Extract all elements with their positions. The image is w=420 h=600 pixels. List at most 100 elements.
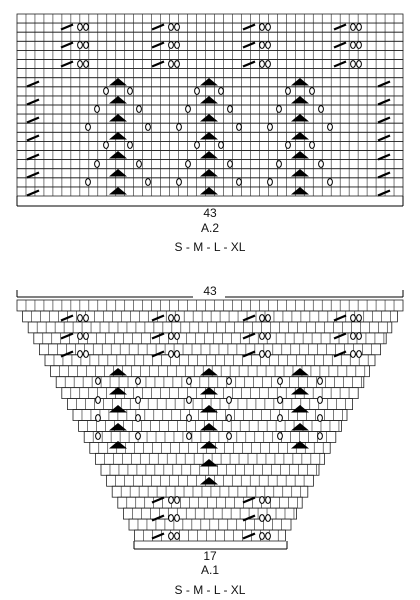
yarn-over-icon [265,532,271,540]
double-decrease-triangle-icon [200,96,218,104]
double-decrease-triangle-icon [200,387,218,395]
yarn-over-icon [194,141,200,149]
decrease-slash-icon [242,332,256,340]
chart-a1-top-stitch-count: 43 [195,284,225,298]
yarn-over-icon [168,332,174,340]
chart-a2-name: A.2 [200,221,219,235]
double-decrease-triangle-icon [200,151,218,159]
decrease-slash-icon [377,189,391,197]
yarn-over-icon [176,123,182,131]
yarn-over-icon [95,396,101,404]
yarn-over-icon [317,396,323,404]
yarn-over-icon [259,314,265,322]
yarn-over-icon [77,23,83,31]
yarn-over-icon [185,160,191,168]
decrease-slash-icon [377,171,391,179]
yarn-over-icon [276,105,282,113]
chart-a1-name: A.1 [200,563,219,577]
yarn-over-icon [77,350,83,358]
yarn-over-icon [265,60,271,68]
yarn-over-icon [236,178,242,186]
double-decrease-triangle-icon [291,96,309,104]
double-decrease-triangle-icon [109,151,127,159]
yarn-over-icon [265,332,271,340]
yarn-over-icon [350,314,356,322]
yarn-over-icon [168,41,174,49]
yarn-over-icon [174,350,180,358]
yarn-over-icon [350,23,356,31]
yarn-over-icon [103,87,109,95]
yarn-over-icon [226,432,232,440]
yarn-over-icon [259,514,265,522]
yarn-over-icon [356,60,362,68]
double-decrease-triangle-icon [109,187,127,195]
yarn-over-icon [168,496,174,504]
double-decrease-triangle-icon [109,169,127,177]
yarn-over-icon [94,160,100,168]
decrease-slash-icon [26,116,40,124]
yarn-over-icon [259,532,265,540]
yarn-over-icon [259,60,265,68]
yarn-over-icon [103,141,109,149]
yarn-over-icon [356,314,362,322]
yarn-over-icon [94,105,100,113]
yarn-over-icon [259,41,265,49]
yarn-over-icon [227,160,233,168]
yarn-over-icon [265,496,271,504]
yarn-over-icon [168,350,174,358]
yarn-over-icon [218,87,224,95]
grid-row [134,529,286,542]
yarn-over-icon [135,396,141,404]
double-decrease-triangle-icon [291,114,309,122]
yarn-over-icon [356,41,362,49]
decrease-slash-icon [26,98,40,106]
chart-a1-width-brackets [16,290,404,550]
double-decrease-triangle-icon [291,441,309,449]
double-decrease-triangle-icon [109,405,127,413]
double-decrease-triangle-icon [109,96,127,104]
decrease-slash-icon [377,98,391,106]
chart-a2-symbols [26,23,391,197]
yarn-over-icon [277,377,283,385]
decrease-slash-icon [26,189,40,197]
yarn-over-icon [83,314,89,322]
decrease-slash-icon [242,60,256,68]
double-decrease-triangle-icon [109,132,127,140]
yarn-over-icon [77,332,83,340]
yarn-over-icon [267,178,273,186]
double-decrease-triangle-icon [109,423,127,431]
yarn-over-icon [83,41,89,49]
yarn-over-icon [85,123,91,131]
decrease-slash-icon [333,332,347,340]
double-decrease-triangle-icon [291,405,309,413]
yarn-over-icon [83,60,89,68]
grid-row [16,68,404,79]
decrease-slash-icon [26,80,40,88]
yarn-over-icon [265,514,271,522]
yarn-over-icon [318,160,324,168]
decrease-slash-icon [333,23,347,31]
chart-a1-bottom-stitch-count: 17 [203,549,217,563]
decrease-slash-icon [60,350,74,358]
chart-a2-grid [16,13,404,197]
grid-row [16,31,404,42]
decrease-slash-icon [242,23,256,31]
double-decrease-triangle-icon [291,387,309,395]
yarn-over-icon [136,105,142,113]
grid-row [16,140,404,151]
decrease-slash-icon [60,60,74,68]
decrease-slash-icon [333,314,347,322]
yarn-over-icon [186,414,192,422]
yarn-over-icon [135,377,141,385]
grid-row [16,299,404,312]
yarn-over-icon [265,41,271,49]
yarn-over-icon [226,414,232,422]
chart-a2-sizes: S - M - L - XL [174,240,246,254]
decrease-slash-icon [151,532,165,540]
grid-row [16,159,404,170]
double-decrease-triangle-icon [200,78,218,86]
yarn-over-icon [77,41,83,49]
grid-row [16,177,404,188]
double-decrease-triangle-icon [291,423,309,431]
yarn-over-icon [168,532,174,540]
